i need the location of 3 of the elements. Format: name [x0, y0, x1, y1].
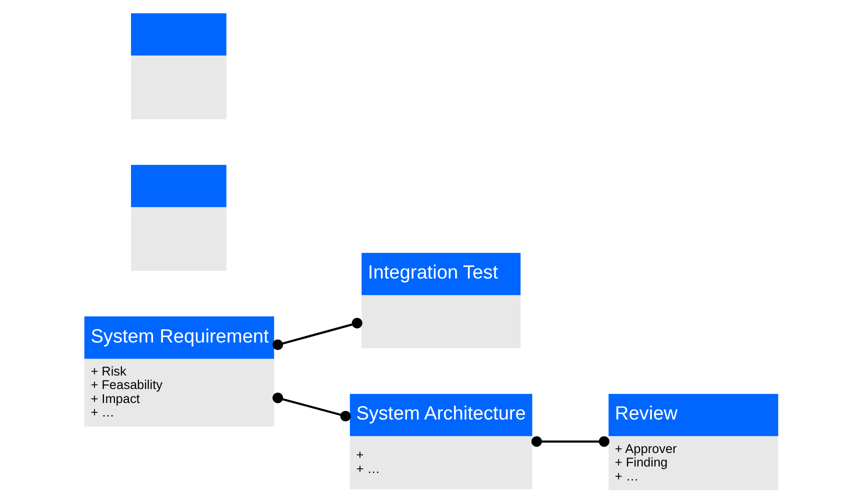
connector: [272, 392, 350, 421]
connector: [530, 436, 609, 446]
connector: [272, 317, 362, 350]
